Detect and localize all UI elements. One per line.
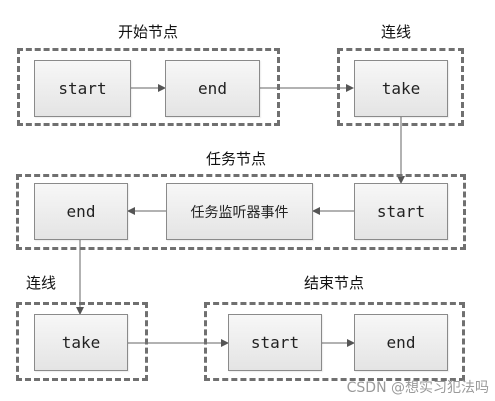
group-label-link-bottom: 连线 xyxy=(26,274,57,292)
node-end-3[interactable]: end xyxy=(354,314,448,371)
node-take-1[interactable]: take xyxy=(354,60,448,117)
group-label-task: 任务节点 xyxy=(206,150,267,168)
node-start-3[interactable]: start xyxy=(228,314,322,371)
node-start-2[interactable]: start xyxy=(354,183,448,240)
group-link-bottom xyxy=(16,302,148,381)
group-label-start: 开始节点 xyxy=(118,23,179,41)
group-label-link-top: 连线 xyxy=(381,23,412,41)
node-task-listener-event[interactable]: 任务监听器事件 xyxy=(166,183,313,240)
csdn-watermark: CSDN @想实习犯法吗 xyxy=(346,380,489,396)
node-start-1[interactable]: start xyxy=(34,60,131,117)
node-end-1[interactable]: end xyxy=(165,60,260,117)
group-end-nodes xyxy=(204,302,465,381)
group-label-end: 结束节点 xyxy=(304,274,365,292)
group-start-nodes xyxy=(17,48,280,126)
group-task-nodes xyxy=(16,174,466,250)
node-end-2[interactable]: end xyxy=(34,183,128,240)
group-link-top xyxy=(337,48,464,126)
node-take-2[interactable]: take xyxy=(34,314,128,371)
